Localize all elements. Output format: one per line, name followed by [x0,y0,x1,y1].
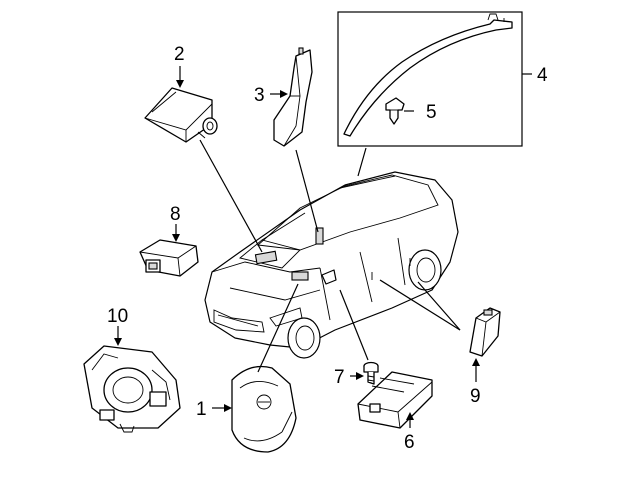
seat-airbag-part [273,47,313,147]
callout-2: 2 [174,44,185,65]
passenger-airbag-part [144,87,218,143]
side-sensor-part [469,307,501,357]
clip-part [385,97,405,125]
driver-airbag-part [231,365,297,453]
callout-5: 5 [426,102,437,123]
callout-4: 4 [537,65,548,86]
callout-6: 6 [404,432,415,453]
callout-10: 10 [107,306,128,327]
callout-9: 9 [470,386,481,407]
clock-spring-part [83,345,181,433]
curtain-airbag-part [337,11,523,147]
knee-airbag-part [357,371,433,429]
callout-7: 7 [334,367,345,388]
callout-1: 1 [196,399,207,420]
leader-lines [114,66,532,428]
bolt-part [363,361,379,385]
callout-8: 8 [170,204,181,225]
vehicle-illustration [204,171,459,359]
callout-labels: 1 2 3 4 5 6 7 8 9 10 [107,44,548,453]
callout-3: 3 [254,85,265,106]
impact-sensor-part [139,239,199,277]
